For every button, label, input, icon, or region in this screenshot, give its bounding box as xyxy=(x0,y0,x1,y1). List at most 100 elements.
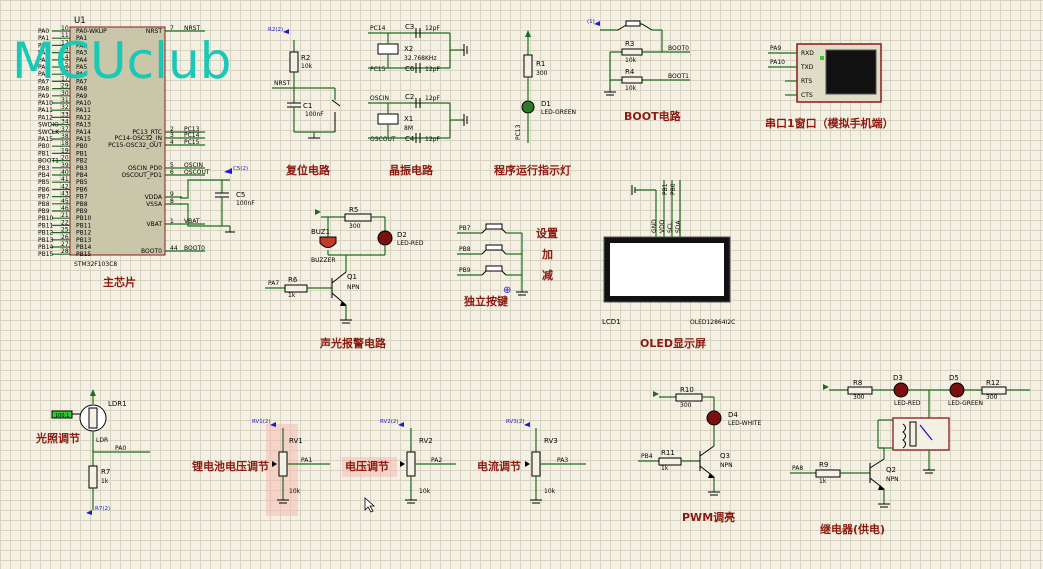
oled-display[interactable]: PB1 PB0 GND VDD SCL SDA LCD1 OLED12864I2… xyxy=(602,180,735,350)
mcu-pin-name: PB7 xyxy=(76,194,88,201)
r5-resistor[interactable] xyxy=(344,213,372,222)
r1-resistor[interactable] xyxy=(523,54,533,78)
mcu-pin-name: PA6 xyxy=(76,71,87,78)
title-main-chip: 主芯片 xyxy=(103,275,136,289)
mcu-pin-num: 8 xyxy=(170,198,174,205)
r6-resistor[interactable] xyxy=(284,284,308,293)
r11-value: 1k xyxy=(661,465,669,472)
r2-resistor[interactable] xyxy=(289,51,299,73)
key-net-2: PB9 xyxy=(459,267,471,274)
mcu-pin-num: 43 xyxy=(61,191,69,198)
oled-pin-gnd: GND xyxy=(651,219,658,233)
uart-terminal[interactable]: PA9 PA10 RXD TXD RTS CTS 串口1窗口（模拟手机端） xyxy=(765,43,894,130)
r10-resistor[interactable] xyxy=(675,393,703,402)
key-sub-button[interactable] xyxy=(485,265,503,272)
x2-ref: X2 xyxy=(404,45,413,53)
rv3-value: 10k xyxy=(544,488,556,495)
key-label-set: 设置 xyxy=(536,226,558,240)
r11-ref: R11 xyxy=(661,449,675,457)
r8-resistor[interactable] xyxy=(847,386,873,395)
key-add-button[interactable] xyxy=(485,244,503,251)
wiper-arrow-icon xyxy=(525,461,530,467)
battery-circuit: RV1(2) RV1 10k PA1 锂电池电压调节 xyxy=(192,419,330,516)
probe-icon xyxy=(283,29,289,34)
ldr1-net: PA0 xyxy=(115,445,126,452)
rv3-pot[interactable] xyxy=(531,451,541,477)
r9-resistor[interactable] xyxy=(815,469,841,478)
rv1-pot[interactable] xyxy=(278,451,288,477)
d3-led[interactable] xyxy=(893,382,909,398)
r10-ref: R10 xyxy=(680,386,694,394)
r7-resistor[interactable] xyxy=(88,465,98,489)
uart-pin-cts: CTS xyxy=(801,92,813,99)
r5-ref: R5 xyxy=(349,206,358,214)
power-arrow-icon xyxy=(823,384,829,390)
r11-net: PB4 xyxy=(641,453,653,460)
buzzer-icon[interactable] xyxy=(319,236,337,248)
mcu-pin-num: 9 xyxy=(170,191,174,198)
mcu-pin-name: PB10 xyxy=(76,215,92,222)
mcu-pin-net: OSCOUT xyxy=(184,169,210,176)
x1-crystal[interactable] xyxy=(377,113,399,125)
rv2-probe: RV2(2) xyxy=(380,419,399,425)
crosshair-icon: ⊕ xyxy=(503,285,511,296)
voltage-circuit: RV2(2) RV2 10k PA2 电压调节 xyxy=(342,419,456,504)
d1-led[interactable] xyxy=(521,100,535,114)
mcu-pin-net: NRST xyxy=(184,25,200,32)
mcu-pin-num: 41 xyxy=(61,176,69,183)
current-circuit: RV3(2) RV3 10k PA3 电流调节 xyxy=(477,419,586,504)
r4-resistor[interactable] xyxy=(621,76,643,84)
title-uart: 串口1窗口（模拟手机端） xyxy=(765,116,894,130)
buzzer-circuit: R5 300 D2 LED-RED BUZ1 BUZZER PA7 R6 1k … xyxy=(265,206,424,350)
rv3-probe: RV3(2) xyxy=(506,419,525,425)
mcu-pin-name: PA7 xyxy=(76,78,87,85)
mcu-pin-name: VDDA xyxy=(145,194,163,201)
mcu-pin-net: PA12 xyxy=(38,114,53,121)
mcu-pin-name: PA4 xyxy=(76,57,87,64)
rv2-pot[interactable] xyxy=(406,451,416,477)
title-keys: 独立按键 xyxy=(463,294,509,308)
probe-icon xyxy=(270,422,276,427)
probe-icon xyxy=(524,422,530,427)
boot-switch[interactable] xyxy=(625,20,641,27)
x2-value: 32.768KHz xyxy=(404,55,437,62)
mcu-pin-net: PC13 xyxy=(184,126,200,133)
key-set-button[interactable] xyxy=(485,223,503,230)
r4-net: BOOT1 xyxy=(668,73,689,80)
title-voltage: 电压调节 xyxy=(345,459,389,473)
mcu-pin-net: PA1 xyxy=(38,35,49,42)
relay-box[interactable] xyxy=(892,417,950,451)
d4-led[interactable] xyxy=(706,410,722,426)
r3-ref: R3 xyxy=(625,40,634,48)
power-arrow-icon xyxy=(90,389,96,396)
mcu-pin-name: PA5 xyxy=(76,64,87,71)
uart-pin-txd: TXD xyxy=(800,64,814,71)
rv3-ref: RV3 xyxy=(544,437,558,445)
mcu-pin-name: PA9 xyxy=(76,93,87,100)
d2-led[interactable] xyxy=(377,230,393,246)
x2-crystal[interactable] xyxy=(377,43,399,55)
mcu-pin-name: PA10 xyxy=(76,100,91,107)
oled-pin-vdd: VDD xyxy=(659,219,666,233)
r3-resistor[interactable] xyxy=(621,48,643,56)
r11-resistor[interactable] xyxy=(658,457,682,466)
uart-rx-net: PA10 xyxy=(770,59,785,66)
d5-led[interactable] xyxy=(949,382,965,398)
mcu-pin-num: 22 xyxy=(61,219,69,226)
title-light: 光照调节 xyxy=(35,431,80,445)
title-pwm: PWM调亮 xyxy=(682,510,735,524)
mcu-pin-num: 20 xyxy=(61,155,69,162)
mcu-pin-num: 27 xyxy=(61,241,69,248)
mcu-pin-net: PB4 xyxy=(38,172,50,179)
terminal-screen[interactable] xyxy=(825,49,877,95)
r12-resistor[interactable] xyxy=(981,386,1007,395)
mcu-pin-net: PA5 xyxy=(38,64,49,71)
q2-value: NPN xyxy=(886,476,899,483)
mcu-pin-name: NRST xyxy=(146,28,162,35)
mcu-pin-net: OSCIN xyxy=(184,162,203,169)
mcu-pin-name: PA0-WKUP xyxy=(76,28,107,35)
probe-icon xyxy=(86,510,92,515)
power-arrow-icon xyxy=(653,391,659,397)
